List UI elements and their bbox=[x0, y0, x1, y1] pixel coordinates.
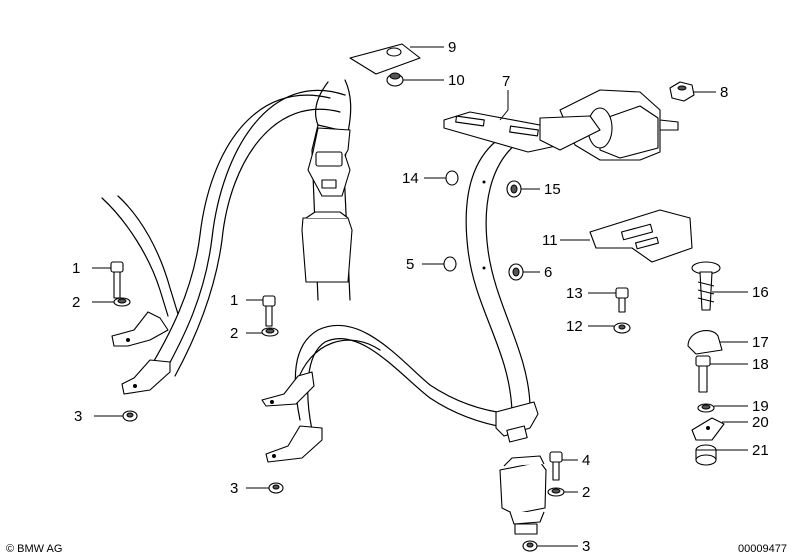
callout-18: 18 bbox=[752, 356, 769, 373]
part-11-cover bbox=[589, 209, 693, 263]
callout-17: 17 bbox=[752, 334, 769, 351]
callout-3-left: 3 bbox=[74, 408, 82, 425]
callout-19: 19 bbox=[752, 398, 769, 415]
callout-10: 10 bbox=[448, 72, 465, 89]
callout-21: 21 bbox=[752, 442, 769, 459]
right-tongue bbox=[495, 401, 539, 443]
callout-9: 9 bbox=[448, 39, 456, 56]
part-10-nut bbox=[386, 72, 404, 87]
callout-2-center: 2 bbox=[230, 325, 238, 342]
callout-labels: 1 2 3 1 2 3 4 2 3 5 6 7 8 9 10 11 12 13 … bbox=[72, 39, 769, 555]
callout-3-right: 3 bbox=[582, 538, 590, 555]
callout-16: 16 bbox=[752, 284, 769, 301]
lower-buckle bbox=[499, 455, 547, 535]
right-fasteners bbox=[522, 261, 725, 552]
callout-1-left: 1 bbox=[72, 260, 80, 277]
callout-15: 15 bbox=[544, 181, 561, 198]
image-number: 00009477 bbox=[738, 543, 787, 555]
parts-14-15-5-6 bbox=[443, 170, 524, 281]
leader-lines bbox=[92, 46, 748, 547]
callout-4: 4 bbox=[582, 452, 590, 469]
callout-5: 5 bbox=[406, 256, 414, 273]
retractor-assembly bbox=[443, 89, 679, 161]
callout-3-center: 3 bbox=[230, 480, 238, 497]
callout-2-left: 2 bbox=[72, 294, 80, 311]
left-anchor-plates bbox=[111, 311, 323, 463]
callout-14: 14 bbox=[402, 170, 419, 187]
part-9-clip bbox=[349, 43, 421, 75]
center-tongue bbox=[301, 127, 353, 283]
copyright-text: © BMW AG bbox=[6, 543, 62, 555]
callout-20: 20 bbox=[752, 414, 769, 431]
right-belt bbox=[465, 137, 531, 413]
callout-13: 13 bbox=[566, 285, 583, 302]
callout-7: 7 bbox=[502, 73, 510, 90]
callout-11: 11 bbox=[542, 232, 558, 249]
callout-8: 8 bbox=[720, 84, 728, 101]
callout-1-center: 1 bbox=[230, 292, 238, 309]
callout-6: 6 bbox=[544, 264, 552, 281]
callout-12: 12 bbox=[566, 318, 583, 335]
left-outer-belt bbox=[101, 89, 346, 377]
part-8-nut bbox=[669, 81, 695, 102]
callout-2-right: 2 bbox=[582, 484, 590, 501]
